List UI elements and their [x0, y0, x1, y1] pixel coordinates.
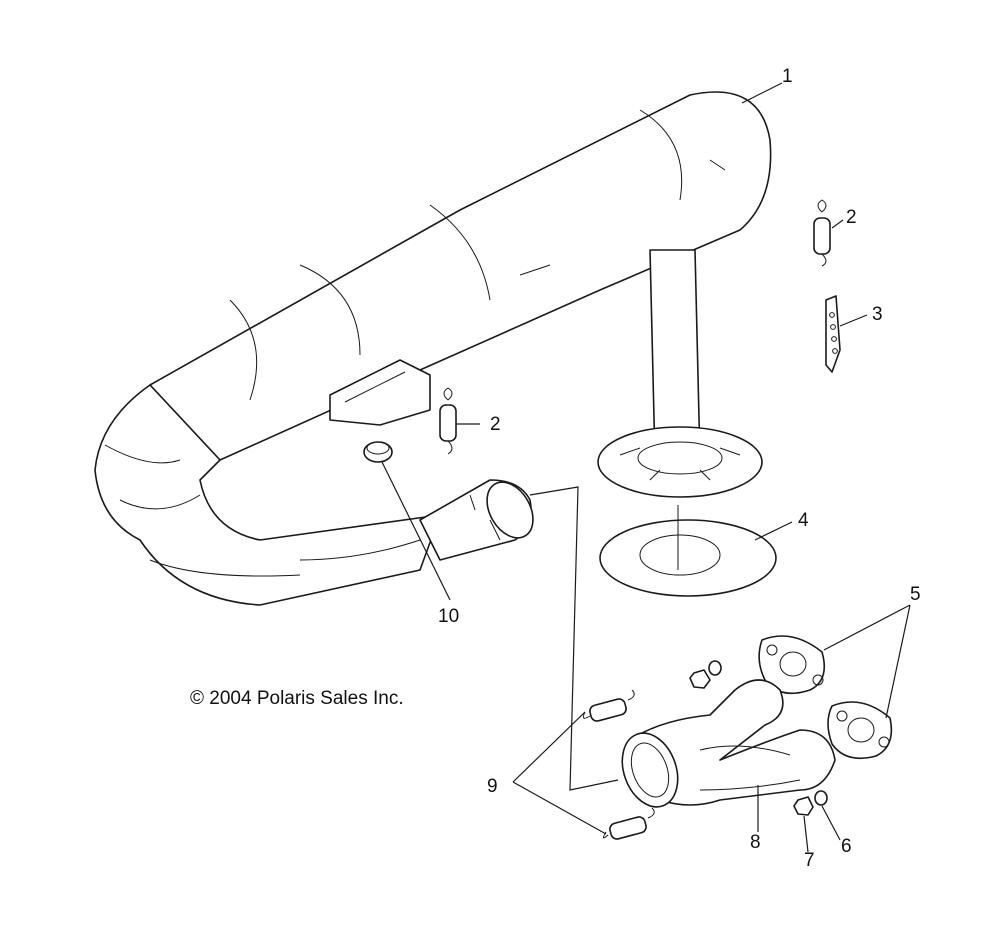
muffler-assembly [94, 91, 772, 606]
callout-5: 5 [910, 584, 921, 605]
callout-8: 8 [750, 832, 761, 853]
callout-3: 3 [872, 304, 883, 325]
flange-gasket-upper [758, 635, 826, 695]
callout-9: 9 [487, 776, 498, 797]
nut-lower [793, 796, 814, 816]
callout-2-upper: 2 [846, 207, 857, 228]
washer-lower [814, 790, 828, 806]
outlet-gasket [599, 505, 777, 597]
callout-6: 6 [841, 836, 852, 857]
bracket [825, 295, 841, 373]
y-pipe [621, 679, 836, 808]
callouts: 1 2 3 2 4 10 5 9 8 6 7 [438, 66, 921, 871]
callout-1: 1 [782, 66, 793, 87]
callout-10: 10 [438, 606, 459, 627]
callout-2-middle: 2 [490, 414, 501, 435]
nut-upper [689, 669, 711, 689]
flange-gasket-lower [827, 701, 893, 760]
callout-7: 7 [804, 850, 815, 871]
callout-4: 4 [798, 510, 809, 531]
spring-upper [813, 199, 831, 267]
washer-upper [708, 660, 722, 676]
spring-middle [439, 387, 457, 455]
spring-9-lower [602, 807, 655, 840]
grommet [363, 441, 393, 463]
spring-9-upper [582, 689, 635, 722]
leader-lines [381, 82, 911, 853]
copyright-notice: © 2004 Polaris Sales Inc. [190, 688, 404, 709]
